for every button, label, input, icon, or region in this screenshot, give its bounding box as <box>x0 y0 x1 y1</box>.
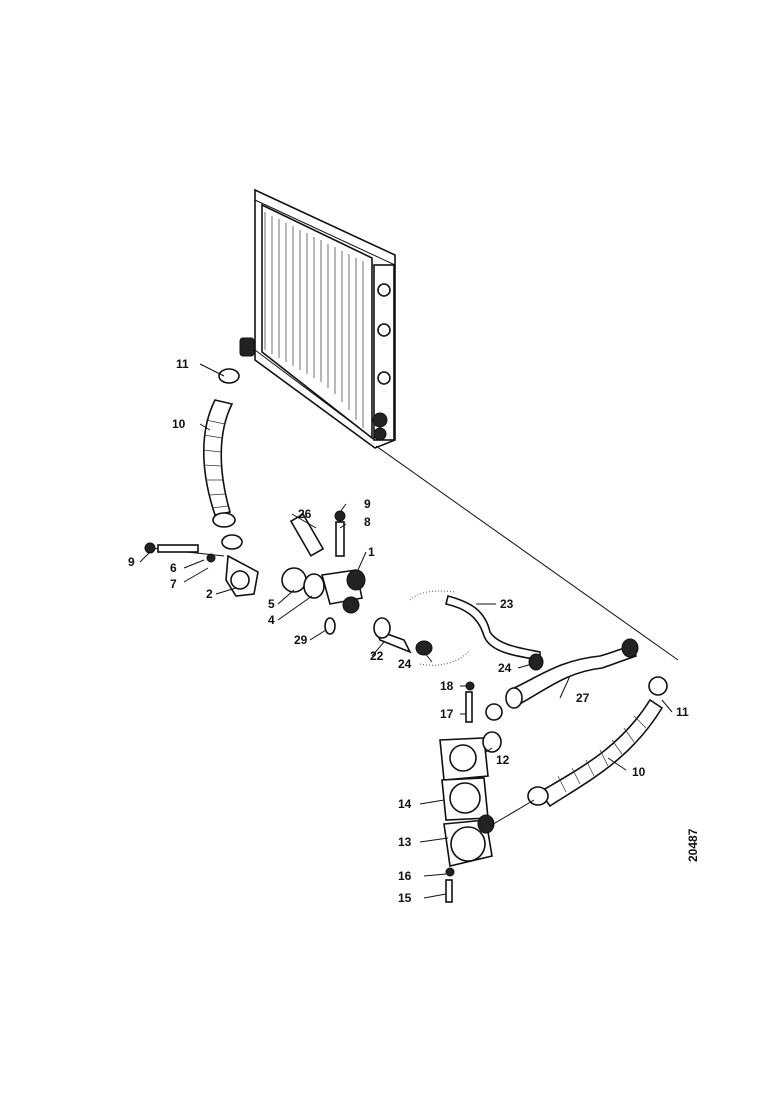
bypass-hoses <box>373 590 544 671</box>
label-22: 22 <box>370 649 384 663</box>
label-11-lower: 11 <box>676 705 689 719</box>
label-1: 1 <box>368 545 375 559</box>
label-4: 4 <box>268 613 275 627</box>
label-27: 27 <box>576 691 590 705</box>
lower-pipe <box>505 638 639 709</box>
label-9-right: 9 <box>364 497 371 511</box>
label-12: 12 <box>496 753 510 767</box>
label-5: 5 <box>268 597 275 611</box>
label-16: 16 <box>398 869 412 883</box>
label-6: 6 <box>170 561 177 575</box>
label-18: 18 <box>440 679 454 693</box>
label-17: 17 <box>440 707 454 721</box>
leader-lines <box>139 363 673 899</box>
label-2: 2 <box>206 587 213 601</box>
reference-line <box>375 445 679 661</box>
label-13: 13 <box>398 835 412 849</box>
label-11-upper: 11 <box>176 357 189 371</box>
label-24-left: 24 <box>398 657 412 671</box>
label-15: 15 <box>398 891 412 905</box>
label-29: 29 <box>294 633 308 647</box>
thermostat-housing <box>144 510 366 635</box>
label-8: 8 <box>364 515 371 529</box>
label-10-upper: 10 <box>172 417 186 431</box>
label-10-lower: 10 <box>632 765 646 779</box>
label-14: 14 <box>398 797 412 811</box>
upper-hose <box>202 368 243 550</box>
label-7: 7 <box>170 577 177 591</box>
pump-cover-stack <box>439 681 535 903</box>
label-9-left: 9 <box>128 555 135 569</box>
label-24-right: 24 <box>498 661 512 675</box>
label-26: 26 <box>298 507 312 521</box>
diagram-reference-number: 20487 <box>686 828 700 862</box>
radiator <box>239 188 396 449</box>
lower-hose <box>527 676 668 808</box>
label-23: 23 <box>500 597 514 611</box>
